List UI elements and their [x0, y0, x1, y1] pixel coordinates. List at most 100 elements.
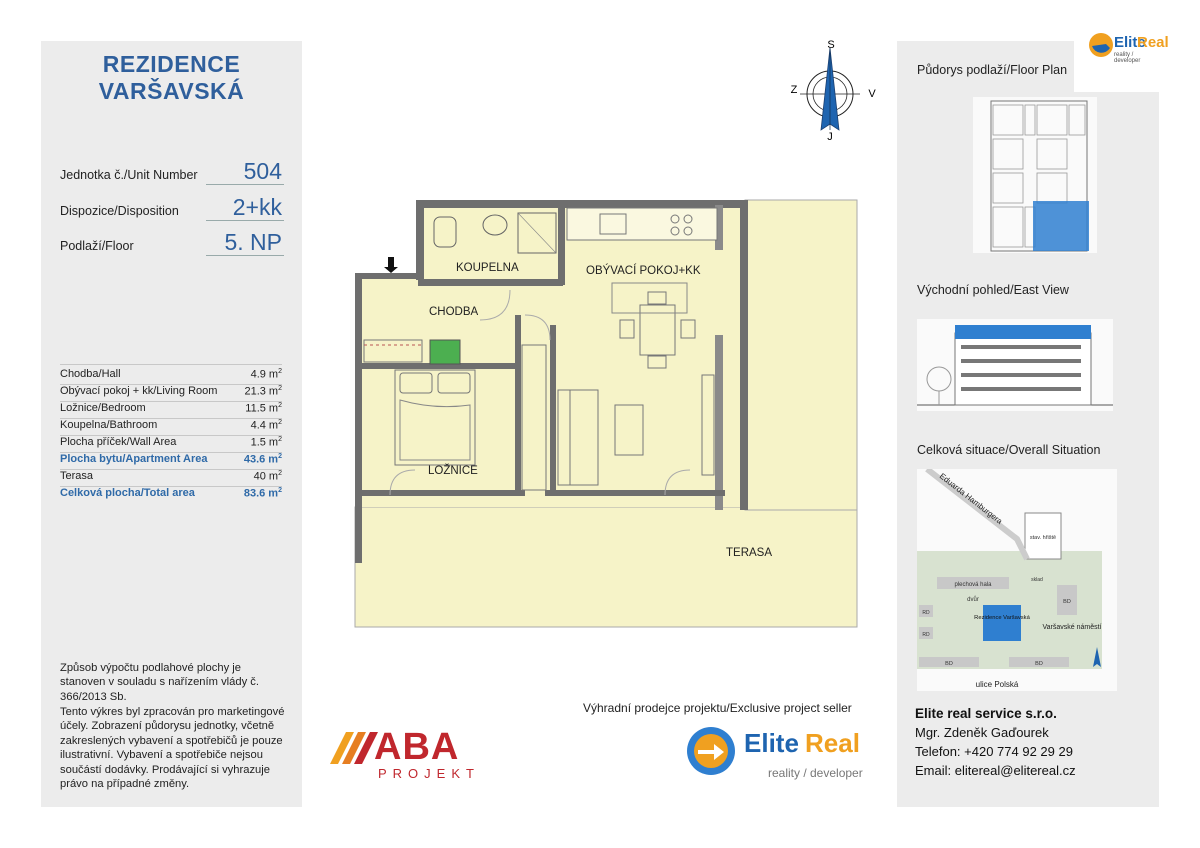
compass-rose: S J Z V [791, 39, 877, 142]
compass-west-label: Z [791, 84, 798, 96]
outer-wall-top [416, 200, 747, 208]
svg-text:BD: BD [1063, 599, 1071, 605]
area-value: 21.3 m2 [244, 385, 282, 398]
terrace-area [354, 506, 858, 628]
area-row-hall: Chodba/Hall 4.9 m2 [60, 368, 282, 384]
floor-plan [354, 199, 858, 628]
floor-value: 5. NP [224, 229, 282, 255]
compass-east-label: V [868, 88, 876, 100]
area-value: 4.4 m2 [250, 419, 282, 432]
aba-projekt-logo: ABA PROJEKT [330, 726, 500, 784]
unit-number-label: Jednotka č./Unit Number [60, 168, 198, 182]
elitereal-large-brand-a: Elite [744, 728, 799, 758]
svg-text:stav. hřiště: stav. hřiště [1030, 535, 1056, 541]
area-value: 40 m2 [253, 470, 282, 483]
sink-icon [482, 214, 508, 236]
area-row-bathroom: Koupelna/Bathroom 4.4 m2 [60, 419, 282, 435]
area-divider [60, 418, 282, 419]
svg-text:Rezidence Varšavská: Rezidence Varšavská [974, 615, 1030, 621]
room-label-terrace: TERASA [726, 547, 773, 559]
unit-number-underline [206, 184, 284, 185]
area-row-wall-area: Plocha příček/Wall Area 1.5 m2 [60, 436, 282, 452]
svg-text:Varšavské náměstí: Varšavské náměstí [1042, 624, 1101, 631]
area-name: Plocha bytu/Apartment Area [60, 453, 208, 465]
svg-text:plechová hala: plechová hala [954, 582, 992, 588]
area-row-bedroom: Ložnice/Bedroom 11.5 m2 [60, 402, 282, 418]
outer-wall-top-left [355, 273, 418, 279]
area-name: Plocha příček/Wall Area [60, 436, 177, 448]
area-row-total-area: Celková plocha/Total area 83.6 m2 [60, 487, 282, 503]
seller-email[interactable]: Email: elitereal@elitereal.cz [915, 763, 1076, 778]
svg-text:RD: RD [922, 610, 930, 616]
elitereal-large-tagline: reality / developer [768, 766, 863, 780]
bathroom-wall-bottom [418, 279, 563, 286]
area-value: 11.5 m2 [245, 402, 282, 415]
washer-icon [429, 339, 461, 365]
area-divider [60, 384, 282, 385]
disposition-label: Dispozice/Disposition [60, 204, 179, 218]
hall-wall-right [515, 315, 521, 495]
area-name: Terasa [60, 470, 94, 482]
bedroom-wall-bottom [360, 490, 525, 496]
living-window-wall [715, 205, 723, 250]
area-value: 43.6 m2 [243, 453, 282, 466]
floor-label: Podlaží/Floor [60, 239, 134, 253]
tv-unit [701, 374, 715, 476]
elitereal-small-brand-b: Real [1137, 34, 1169, 51]
floor-overview-plan [973, 97, 1097, 253]
situation-heading: Celková situace/Overall Situation [917, 443, 1101, 457]
unit-info-panel: REZIDENCE VARŠAVSKÁ Jednotka č./Unit Num… [41, 41, 302, 807]
area-name: Ložnice/Bedroom [60, 402, 146, 414]
outer-wall-right [740, 200, 748, 510]
marketing-disclaimer: Tento výkres byl zpracován pro marketing… [60, 706, 285, 791]
kitchen-sink-icon [599, 213, 627, 235]
hall-wardrobe [363, 339, 423, 363]
project-title-line1: REZIDENCE [102, 51, 241, 77]
elitereal-small-tagline: reality / developer [1114, 52, 1141, 64]
coffee-table [614, 404, 644, 456]
entrance-arrow-icon [384, 257, 398, 273]
context-panel: Půdorys podlaží/Floor Plan Východní pohl… [897, 41, 1159, 807]
svg-text:RD: RD [922, 632, 930, 638]
seller-company: Elite real service s.r.o. [915, 706, 1057, 721]
disposition-value: 2+kk [232, 194, 282, 220]
floor-plan-heading: Půdorys podlaží/Floor Plan [917, 63, 1068, 77]
seller-person: Mgr. Zdeněk Gaďourek [915, 725, 1049, 740]
bed-icon [394, 369, 476, 466]
disposition-underline [206, 220, 284, 221]
exclusive-seller-label: Výhradní prodejce projektu/Exclusive pro… [583, 701, 852, 715]
toilet-icon [433, 216, 457, 248]
area-divider [60, 435, 282, 436]
room-label-bedroom: LOŽNICE [428, 465, 478, 477]
aba-name: ABA [374, 726, 460, 768]
svg-text:BD: BD [945, 661, 953, 667]
kitchen-counter [566, 207, 718, 241]
highlighted-floor-strip [955, 325, 1091, 339]
living-wall-bottom [545, 490, 725, 496]
aba-stripes-icon [330, 732, 378, 764]
outer-wall-left-upper [416, 200, 424, 280]
area-row-apartment-area: Plocha bytu/Apartment Area 43.6 m2 [60, 453, 282, 469]
area-calculation-note: Způsob výpočtu podlahové plochy je stano… [60, 662, 259, 703]
seller-phone[interactable]: Telefon: +420 774 92 29 29 [915, 744, 1073, 759]
living-wall-left [550, 325, 556, 495]
elitereal-mark-icon [1089, 33, 1113, 57]
svg-text:sklad: sklad [1031, 577, 1043, 583]
east-elevation-view [917, 319, 1113, 411]
elitereal-large-brand-b: Real [805, 728, 860, 758]
terrace-side [744, 199, 858, 511]
area-name: Obývací pokoj + kk/Living Room [60, 385, 218, 397]
area-divider [60, 452, 282, 453]
area-row-living-room: Obývací pokoj + kk/Living Room 21.3 m2 [60, 385, 282, 401]
area-row-terrace: Terasa 40 m2 [60, 470, 282, 486]
area-value: 4.9 m2 [250, 368, 282, 381]
area-divider [60, 486, 282, 487]
area-divider [60, 469, 282, 470]
area-value: 83.6 m2 [243, 487, 282, 500]
map-street-label: ulice Polská [976, 680, 1019, 689]
dining-table [639, 304, 676, 356]
area-divider [60, 401, 282, 402]
room-label-bathroom: KOUPELNA [456, 262, 519, 274]
elitereal-logo-small: Elite Real reality / developer [1074, 22, 1169, 92]
bathroom-wall-right [558, 205, 565, 285]
